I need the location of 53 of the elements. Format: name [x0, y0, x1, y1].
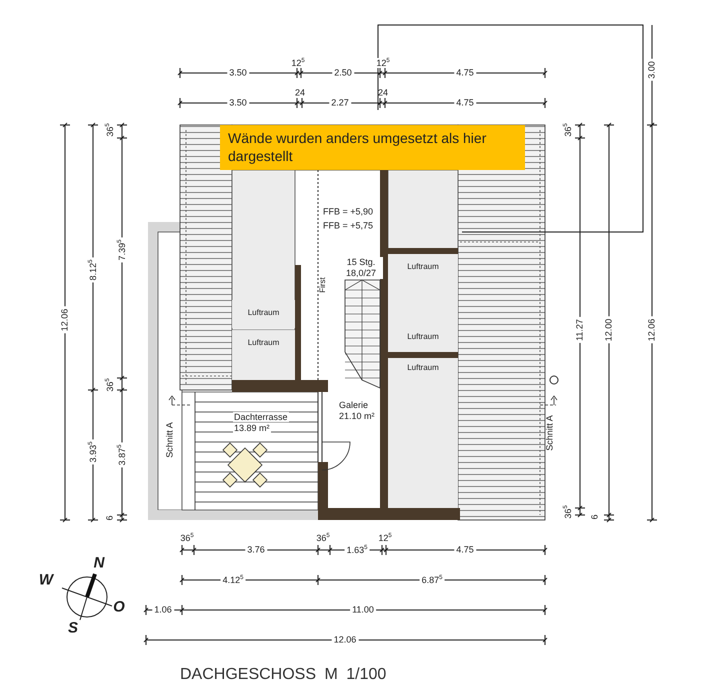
- dimension-label: 12.06: [332, 636, 358, 644]
- dimension-label: 12.06: [648, 316, 656, 344]
- room-label: Luftraum: [246, 308, 280, 317]
- room-label: Luftraum: [406, 332, 440, 341]
- note-text: Wände wurden anders umgesetzt als hier dargestellt: [228, 129, 488, 165]
- dimension-label: 1.63$^{5}$: [344, 545, 370, 555]
- dimension-label: 11.00: [350, 606, 376, 614]
- room-label: Dachterrasse: [233, 412, 289, 422]
- dimension-label: 2.27: [329, 98, 351, 108]
- void-area: [232, 300, 295, 328]
- room-label: Luftraum: [246, 338, 280, 347]
- drawing-title: DACHGESCHOSS M 1/100: [180, 667, 386, 683]
- dimension-label: 36$^{5}$: [180, 533, 194, 543]
- dimension-label: 4.75: [454, 98, 476, 108]
- dimension-label: 6.87$^{5}$: [420, 575, 444, 585]
- dimension-label: 6: [590, 514, 600, 520]
- room-label: Galerie: [338, 400, 370, 410]
- section-label: Schnitt A: [546, 415, 554, 451]
- dimension-label: 12$^{5}$: [378, 533, 392, 543]
- dimension-label: 3.50: [227, 98, 249, 108]
- void-area: [388, 254, 458, 352]
- dimension-label: 3.50: [227, 68, 249, 78]
- void-area: [232, 330, 295, 380]
- dimension-label: 3.76: [245, 546, 267, 554]
- dimension-label: 12$^{5}$: [291, 58, 305, 68]
- dimension-label: 12$^{5}$: [374, 58, 392, 68]
- compass-letter: O: [113, 600, 125, 614]
- note-box: [220, 125, 525, 170]
- level-label: FFB = +5,75: [322, 222, 374, 230]
- dimension-label: 24: [378, 88, 388, 98]
- void-area: [388, 358, 458, 508]
- dimension-label: 6: [106, 516, 114, 520]
- dimension-label: 2.50: [332, 68, 354, 78]
- dimension-label: 11.27: [576, 317, 584, 343]
- room-label: Luftraum: [406, 363, 440, 372]
- dimension-label: 1.06: [152, 606, 174, 614]
- dimension-label: 4.75: [454, 546, 476, 554]
- compass-letter: W: [38, 572, 54, 588]
- room-label: Luftraum: [406, 262, 440, 271]
- dimension-label: 12.06: [60, 306, 70, 334]
- compass-letter: N: [94, 556, 104, 570]
- compass-letter: S: [68, 620, 78, 636]
- dimension-label: 12.00: [604, 316, 614, 344]
- dimension-label: 3.00: [648, 59, 656, 81]
- area-label: 21.10 m²: [338, 411, 376, 421]
- section-label: Schnitt A: [166, 422, 174, 458]
- dimension-label: 4.12$^{5}$: [220, 575, 246, 585]
- dimension-label: 36$^{5}$: [316, 533, 330, 543]
- dimension-label: 24: [295, 88, 305, 98]
- area-label: 13.89 m²: [233, 423, 271, 433]
- dimension-label: 4.75: [454, 68, 476, 78]
- ridge-label: First: [319, 277, 327, 293]
- level-label: FFB = +5,90: [322, 208, 374, 216]
